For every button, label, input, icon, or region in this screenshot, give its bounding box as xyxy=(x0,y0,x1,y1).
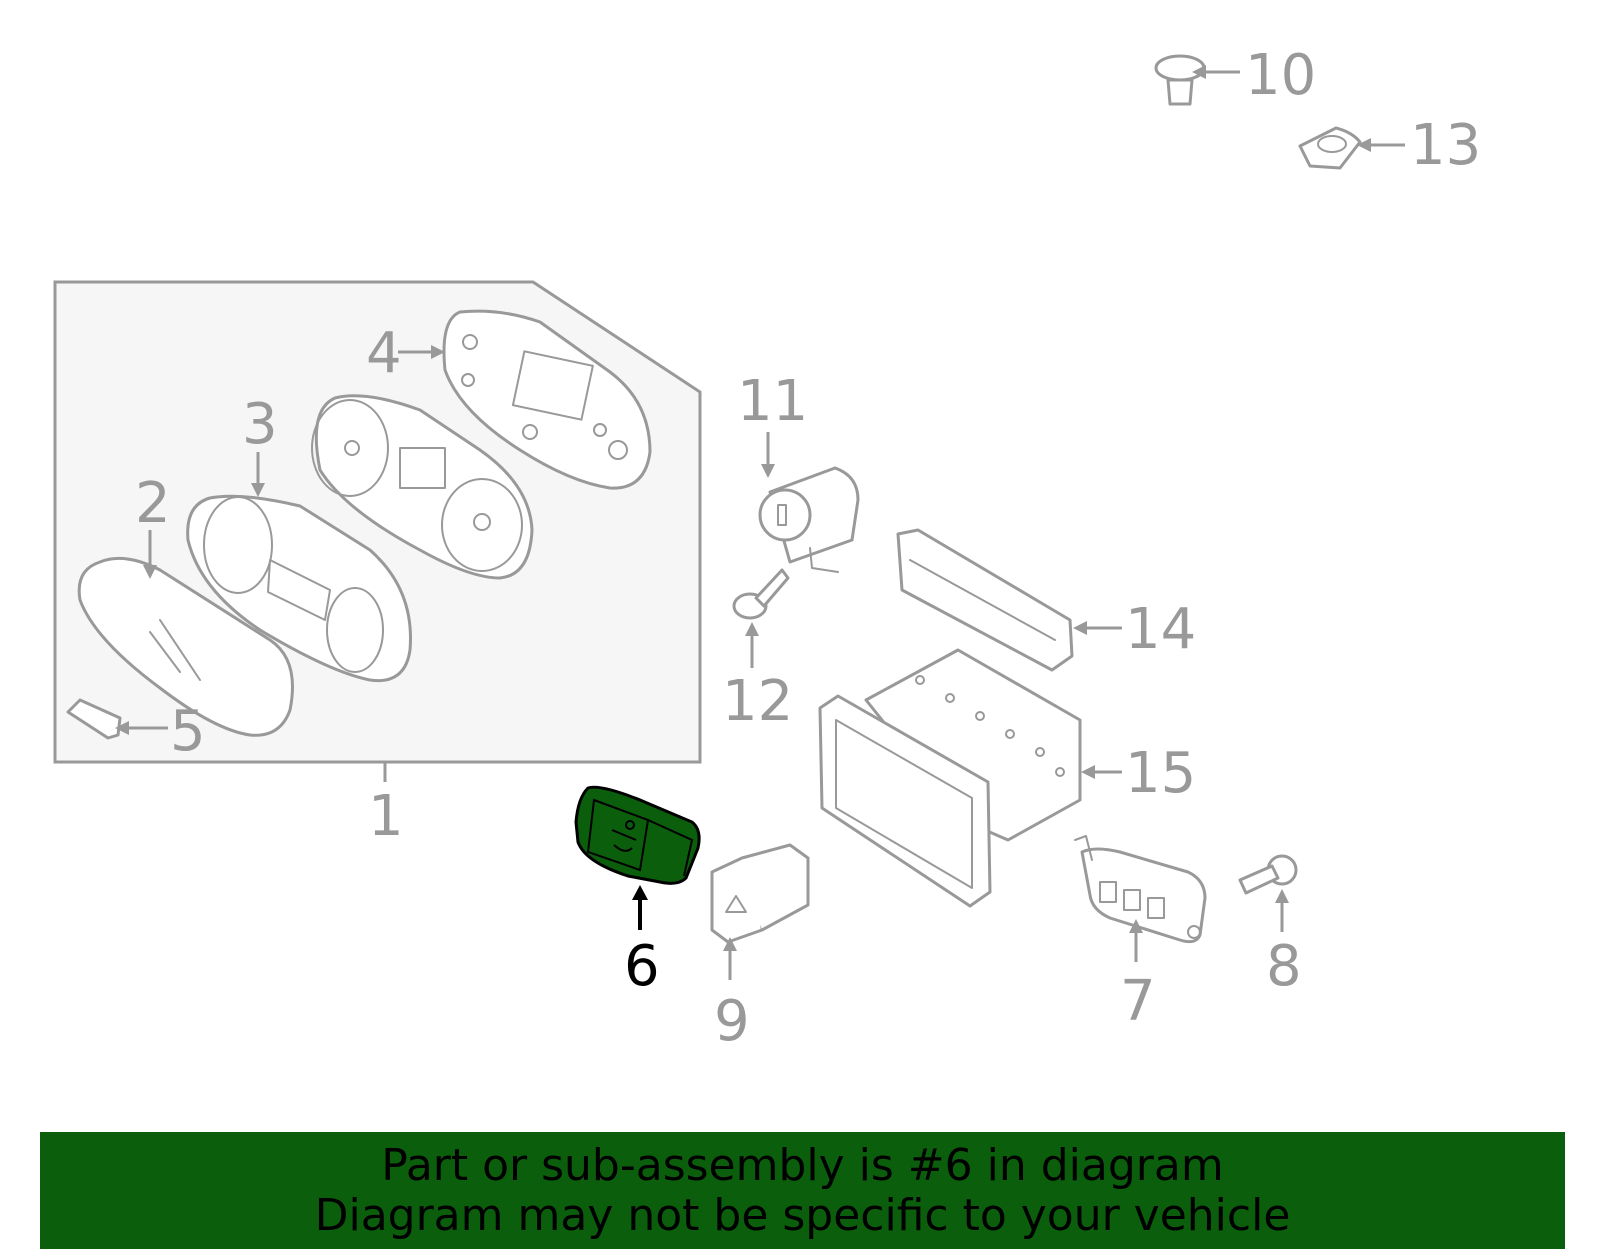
callout-13: 13 xyxy=(1410,113,1481,178)
part-6-switch-assembly[interactable] xyxy=(574,785,701,885)
part-4-cluster-housing[interactable] xyxy=(442,309,652,490)
callout-9: 9 xyxy=(714,989,750,1054)
part-9-hazard-switch[interactable] xyxy=(710,843,810,944)
part-13-button[interactable] xyxy=(1298,126,1362,170)
leader-lines xyxy=(115,65,1405,980)
callout-11: 11 xyxy=(737,369,808,434)
callout-8: 8 xyxy=(1266,934,1302,999)
callout-12: 12 xyxy=(722,669,793,734)
part-14-control-panel[interactable] xyxy=(896,528,1074,672)
banner-line-1: Part or sub-assembly is #6 in diagram xyxy=(381,1139,1224,1191)
part-15-head-unit[interactable] xyxy=(818,648,1082,908)
callout-3: 3 xyxy=(242,392,278,457)
callout-5: 5 xyxy=(170,699,206,764)
part-3-cluster-bezel[interactable] xyxy=(186,494,412,683)
part-10-clip[interactable] xyxy=(1154,54,1206,106)
callout-6-selected: 6 xyxy=(624,934,660,999)
callout-15: 15 xyxy=(1125,741,1196,806)
callout-10: 10 xyxy=(1245,43,1316,108)
part-8-bolt[interactable] xyxy=(1238,854,1298,895)
callout-14: 14 xyxy=(1125,597,1196,662)
part-12-screw[interactable] xyxy=(732,568,790,620)
part-11-ignition-switch[interactable] xyxy=(758,466,860,573)
callout-labels: 10 13 4 3 2 5 1 11 12 14 15 6 9 7 8 xyxy=(135,43,1481,1054)
callout-4: 4 xyxy=(366,321,402,386)
part-7-switch-block[interactable] xyxy=(1074,835,1207,944)
callout-2: 2 xyxy=(135,471,171,536)
cluster-dial-face xyxy=(311,394,534,580)
callout-1: 1 xyxy=(368,784,404,849)
info-banner: Part or sub-assembly is #6 in diagram Di… xyxy=(40,1132,1565,1249)
banner-line-2: Diagram may not be specific to your vehi… xyxy=(314,1189,1291,1241)
callout-7: 7 xyxy=(1120,969,1156,1034)
part-2-cluster-lens[interactable] xyxy=(77,556,294,737)
